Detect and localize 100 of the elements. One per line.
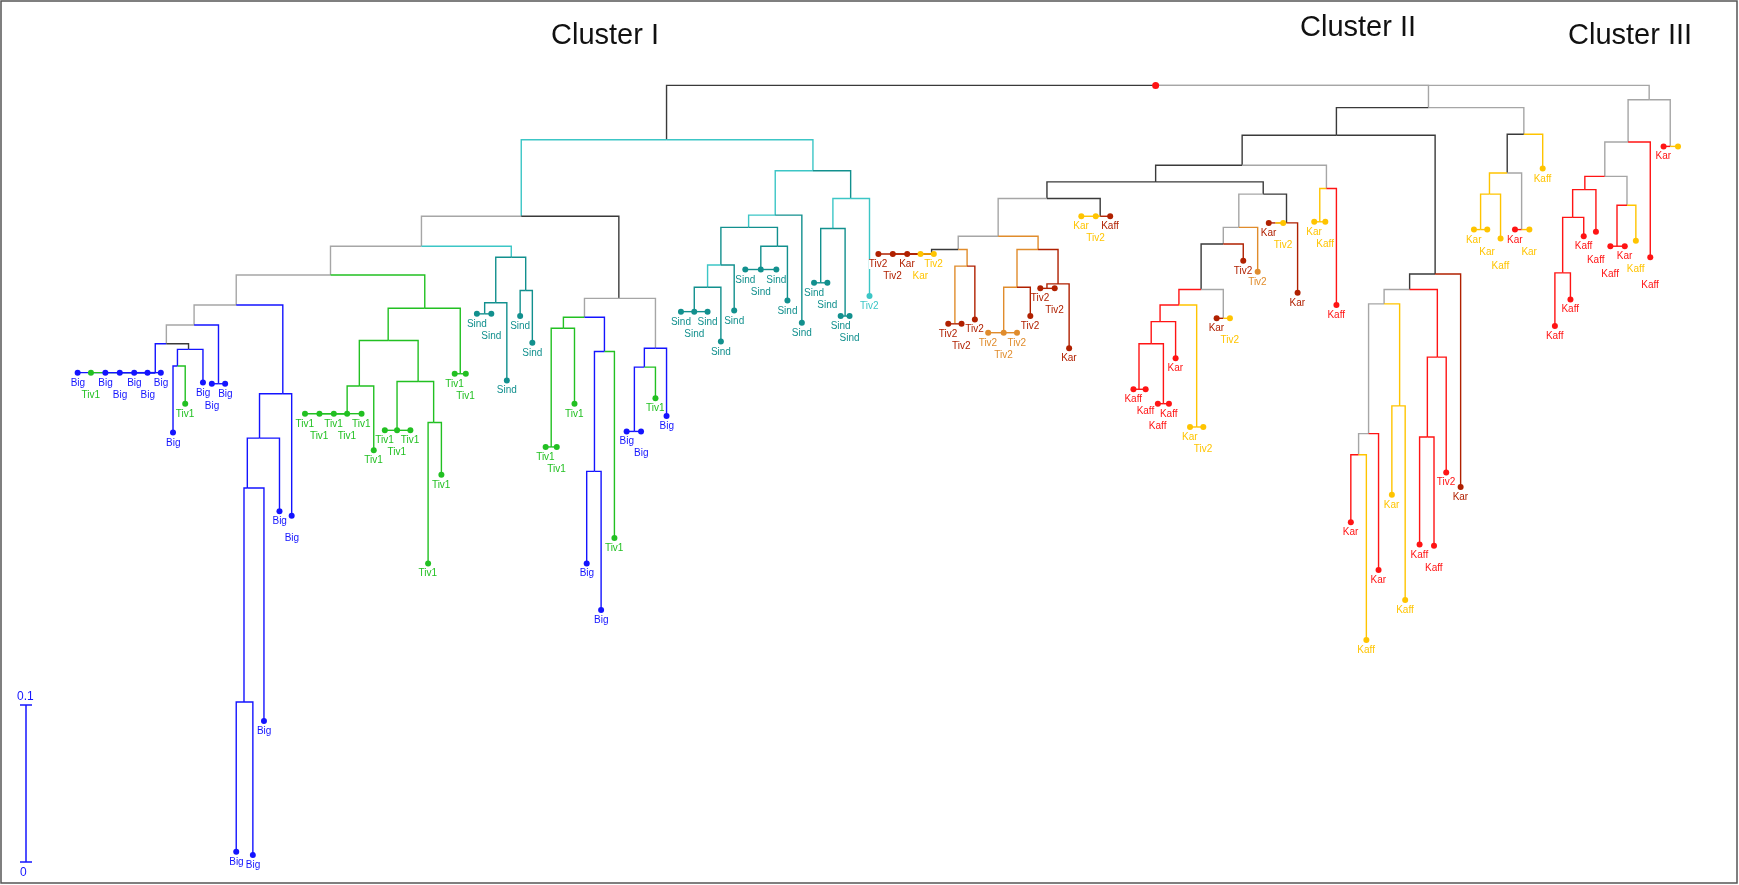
leaf-label: Tiv2 xyxy=(1020,321,1040,332)
leaf-label: Kaff xyxy=(1545,331,1564,342)
leaf-label: Tiv1 xyxy=(375,435,394,446)
leaf-label: Sind xyxy=(684,328,705,339)
leaf-label: Kar xyxy=(1465,234,1482,245)
leaf-label: Kar xyxy=(1073,221,1089,232)
leaf-label: Sind xyxy=(804,287,825,298)
leaf-label: Tiv1 xyxy=(309,430,329,441)
leaf-label: Tiv1 xyxy=(352,418,371,429)
leaf-label: Tiv1 xyxy=(565,408,584,419)
leaf-label: Kar xyxy=(1452,491,1469,502)
leaf-label: Kar xyxy=(1182,432,1198,442)
leaf-label: Tiv1 xyxy=(431,479,451,490)
leaf-label: Tiv1 xyxy=(604,542,624,553)
cluster-label: Cluster I xyxy=(551,18,659,50)
leaf-label: Kar xyxy=(1289,297,1306,308)
leaf-label: Kar xyxy=(1260,227,1277,238)
leaf-label: Big xyxy=(140,389,155,400)
leaf-label: Big xyxy=(218,388,233,399)
leaf-label: Kaff xyxy=(1159,408,1178,419)
leaf-label: Sind xyxy=(510,321,531,332)
leaf-label: Kaff xyxy=(1148,420,1167,431)
leaf-label: Tiv1 xyxy=(445,378,464,389)
leaf-label: Big xyxy=(579,568,595,579)
leaf-label: Sind xyxy=(830,321,851,332)
leaf-label: Big xyxy=(70,377,86,388)
leaf-label: Kaff xyxy=(1101,221,1119,232)
leaf-label: Kaff xyxy=(1425,562,1443,573)
leaf-label: Sind xyxy=(522,347,543,358)
leaf-label: Sind xyxy=(724,315,745,326)
leaf-label: Big xyxy=(659,420,674,431)
leaf-label: Big xyxy=(153,377,169,388)
leaf-label: Tiv1 xyxy=(364,455,383,466)
leaf-label: Kaff xyxy=(1396,605,1414,615)
leaf-label: Tiv2 xyxy=(860,301,879,312)
leaf-label: Tiv2 xyxy=(1248,276,1267,287)
leaf-label: Sind xyxy=(496,385,517,396)
leaf-label: Kar xyxy=(1521,246,1537,257)
leaf-label: Tiv1 xyxy=(175,408,195,419)
leaf-label: Kar xyxy=(1167,363,1184,374)
leaf-label: Big xyxy=(619,436,635,447)
leaf-label: Tiv2 xyxy=(868,258,888,269)
leaf-label: Kaff xyxy=(1561,304,1580,315)
leaf-label: Big xyxy=(594,614,609,625)
leaf-label: Kaff xyxy=(1124,394,1143,405)
leaf-label: Sind xyxy=(710,346,731,357)
leaf-label: Tiv2 xyxy=(883,270,902,281)
leaf-label: Sind xyxy=(735,274,756,285)
leaf-label: Sind xyxy=(466,318,487,329)
leaf-label: Big xyxy=(256,725,272,736)
leaf-label: Tiv1 xyxy=(387,447,407,458)
leaf-label: Tiv2 xyxy=(994,349,1013,360)
leaf-label: Sind xyxy=(670,316,691,327)
leaf-label: Tiv2 xyxy=(1273,239,1293,250)
leaf-label: Tiv2 xyxy=(938,328,958,339)
leaf-label: Tiv1 xyxy=(324,418,343,429)
cluster-label: Cluster III xyxy=(1568,18,1693,50)
leaf-label: Tiv2 xyxy=(1233,265,1253,276)
leaf-label: Tiv2 xyxy=(1086,233,1105,244)
leaf-label: Sind xyxy=(777,305,798,316)
leaf-label: Sind xyxy=(750,286,771,297)
leaf-label: Tiv2 xyxy=(1030,293,1050,304)
leaf-label: Kar xyxy=(912,270,929,281)
leaf-label: Sind xyxy=(766,274,787,285)
leaf-label: Big xyxy=(127,377,142,388)
leaf-label: Tiv1 xyxy=(295,418,314,429)
leaf-label: Kaff xyxy=(1357,644,1375,655)
leaf-label: Tiv1 xyxy=(400,435,420,446)
leaf-label: Kaff xyxy=(1641,280,1659,291)
leaf-label: Tiv2 xyxy=(952,340,971,351)
leaf-label: Big xyxy=(634,448,649,459)
leaf-label: Sind xyxy=(697,316,718,327)
scale-label: 0.1 xyxy=(17,690,34,702)
leaf-label: Sind xyxy=(817,299,838,310)
leaf-label: Kaff xyxy=(1626,263,1645,274)
leaf-label: Sind xyxy=(791,327,812,338)
leaf-label: Tiv1 xyxy=(337,430,357,441)
leaf-label: Tiv1 xyxy=(547,463,566,474)
leaf-label: Kaff xyxy=(1327,310,1345,320)
leaf-label: Tiv2 xyxy=(1220,335,1239,346)
leaf-label: Tiv2 xyxy=(1045,305,1064,316)
leaf-label: Kar xyxy=(1342,527,1359,538)
leaf-label: Big xyxy=(98,377,113,388)
leaf-label: Kar xyxy=(1306,226,1322,237)
leaf-label: Big xyxy=(204,400,220,411)
leaf-label: Kar xyxy=(1208,323,1225,334)
leaf-label: Tiv1 xyxy=(536,451,555,462)
leaf-label: Kaff xyxy=(1533,173,1552,184)
leaf-label: Sind xyxy=(839,333,860,344)
leaf-label: Big xyxy=(272,516,287,527)
leaf-label: Big xyxy=(112,389,128,400)
leaf-label: Tiv1 xyxy=(81,389,100,400)
scale-label: 0 xyxy=(20,866,27,878)
leaf-label: Tiv1 xyxy=(645,403,665,414)
cluster-label: Cluster II xyxy=(1300,10,1417,42)
leaf-label: Big xyxy=(195,387,211,398)
leaf-label: Kaff xyxy=(1316,238,1334,249)
leaf-label: Kar xyxy=(1655,151,1672,162)
leaf-label: Kar xyxy=(1383,499,1400,510)
leaf-label: Kaff xyxy=(1491,261,1510,272)
